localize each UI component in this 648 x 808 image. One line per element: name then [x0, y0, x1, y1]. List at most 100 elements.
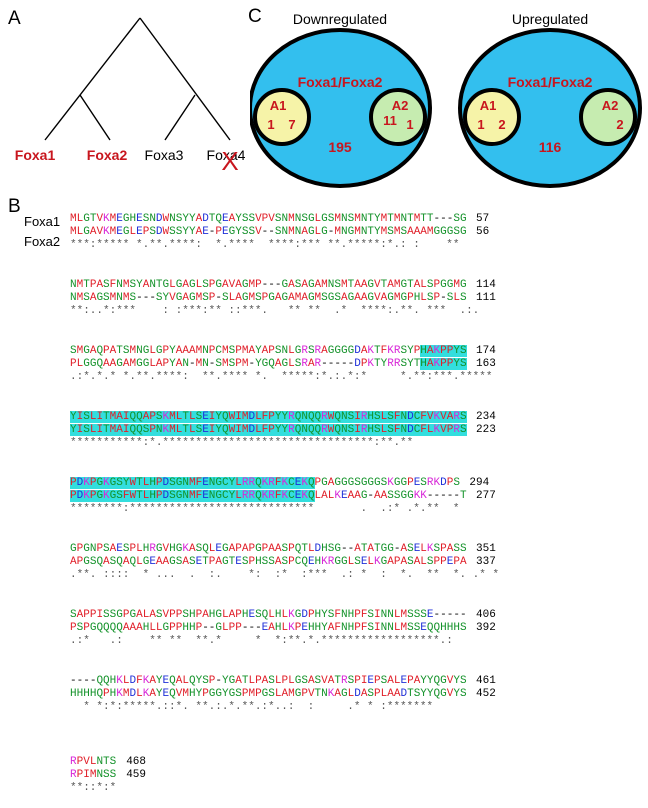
consensus-line: * *:*:*****.::*. **.:.*.**.:*..: : .* * …: [70, 701, 434, 713]
alignment-row-foxa1: ----QQHKLDFKAYEQALQYSP-YGATLPASLPLGSASVA…: [70, 675, 496, 688]
consensus-line: .**. :::: * ... . :. *: :* :*** .: * : *…: [70, 569, 500, 581]
venn-downregulated-outer-circle: [250, 28, 432, 188]
alignment-block: SAPPISSGPGALASVPPSHPAHGLAPHESQLHLKGDPHYS…: [70, 609, 496, 648]
tree-leaf-foxa2: Foxa2: [87, 147, 128, 163]
alignment-row-foxa1: YISLITMAIQQAPSKMLTLSEIYQWIMDLFPYYRQNQQRW…: [70, 411, 496, 424]
alignment-row-foxa1: RPVLNTS 468: [70, 756, 146, 769]
alignment-block: PDKPGKGSYWTLHPDSGNMFENGCYLRRQKRFKCEKQPGA…: [70, 477, 496, 516]
alignment-block: SMGAQPATSMNGLGPYAAAMNPCMSPMAYAPSNLGRSRAG…: [70, 345, 496, 384]
venn-upregulated-a2-circle: [579, 88, 637, 146]
alignment-block: ----QQHKLDFKAYEQALQYSP-YGATLPASLPLGSASVA…: [70, 675, 496, 714]
panel-b-letter: B: [8, 196, 21, 217]
venn-downregulated-a2-label: A2: [392, 98, 409, 113]
residue-count: 163: [476, 358, 496, 370]
residue-count: 57: [476, 213, 490, 225]
seq-name-foxa2: Foxa2: [24, 234, 61, 249]
sequence-text: MLGTVKMEGHESNDWNSYYADTQEAYSSVPVSNMNSGLGS…: [70, 213, 467, 225]
alignment-row-foxa1: MLGTVKMEGHESNDWNSYYADTQEAYSSVPVSNMNSGLGS…: [70, 213, 489, 226]
residue-count: 277: [476, 490, 496, 502]
sequence-text: APGSQASQAQLGEAAGSASETPAGTESPHSSASPCQEHKR…: [70, 556, 467, 568]
residue-count: 392: [476, 622, 496, 634]
alignment-row-foxa2: YISLITMAIQQSPNKMLTLSEIYQWIMDLFPYYRQNQQRW…: [70, 424, 496, 437]
residue-count: 337: [476, 556, 496, 568]
venn-downregulated-a2-overlap-count: 11: [383, 113, 397, 128]
sequence-text: HHHHQPHKMDLKAYEQVMHYPGGYGSPMPGSLAMGPVTNK…: [70, 688, 467, 700]
tree-leaf-foxa1: Foxa1: [15, 147, 56, 163]
phylogenetic-tree: Foxa1 Foxa2 Foxa3 Foxa4 X: [15, 17, 246, 176]
residue-count: 452: [476, 688, 496, 700]
sequence-text: PLGGQAAGAMGGLAPYAN-MN-SMSPM-YGQAGLSRAR--…: [70, 358, 467, 370]
venn-downregulated-a1-circle: [253, 88, 311, 146]
deletion-mark-x: X: [221, 146, 238, 176]
venn-upregulated-outer-label: Foxa1/Foxa2: [508, 74, 593, 90]
alignment-row-foxa2: NMSAGSMNMS---SYVGAGMSP-SLAGMSPGAGAMAGMSG…: [70, 292, 496, 305]
sequence-text: GPGNPSAESPLHRGVHGKASQLEGAPAPGPAASPQTLDHS…: [70, 543, 467, 555]
alignment-row-foxa1: GPGNPSAESPLHRGVHGKASQLEGAPAPGPAASPQTLDHS…: [70, 543, 499, 556]
consensus-line: **::*:*: [70, 782, 117, 794]
residue-count: 114: [476, 279, 496, 291]
sequence-text: RPVLNTS: [70, 756, 117, 768]
venn-upregulated-a1-circle: [463, 88, 521, 146]
residue-count: 461: [476, 675, 496, 687]
residue-count: 234: [476, 411, 496, 423]
panel-a-letter: A: [8, 8, 21, 29]
sequence-text: ----QQHKLDFKAYEQALQYSP-YGATLPASLPLGSASVA…: [70, 675, 467, 687]
alignment-row-foxa1: PDKPGKGSYWTLHPDSGNMFENGCYLRRQKRFKCEKQPGA…: [70, 477, 489, 490]
alignment-block: MLGTVKMEGHESNDWNSYYADTQEAYSSVPVSNMNSGLGS…: [70, 213, 489, 252]
venn-downregulated-title: Downregulated: [293, 11, 387, 27]
sequence-text: PDKPGKGSYWTLHPDSGNMFENGCYLRRQKRFKCEKQPGA…: [70, 477, 460, 489]
venn-upregulated-a2-unique-count: 2: [616, 117, 623, 132]
residue-count: 56: [476, 226, 490, 238]
sequence-text: PSPGQQQQAAAHLLGPPHHP--GLPP---EAHLKPEHHYA…: [70, 622, 467, 634]
venn-downregulated-a2-circle: [369, 88, 427, 146]
venn-downregulated-a1-overlap-count: 7: [288, 117, 295, 132]
venn-upregulated-a1-label: A1: [480, 98, 497, 113]
consensus-line: ***********:*.**************************…: [70, 437, 414, 449]
venn-downregulated-outer-count: 195: [328, 139, 352, 155]
consensus-line: ***:***** *.**.****: *.**** ****:*** **.…: [70, 239, 460, 251]
tree-branches: [44, 17, 231, 141]
panel-c-letter: C: [248, 6, 262, 27]
venn-upregulated-title: Upregulated: [512, 11, 588, 27]
alignment-row-foxa2: HHHHQPHKMDLKAYEQVMHYPGGYGSPMPGSLAMGPVTNK…: [70, 688, 496, 701]
consensus-line: .:* .: ** ** **.* * *:**.*.*************…: [70, 635, 453, 647]
venn-upregulated-a1-unique-count: 1: [477, 117, 484, 132]
residue-count: 223: [476, 424, 496, 436]
seq-name-foxa1: Foxa1: [24, 214, 61, 229]
residue-count: 406: [476, 609, 496, 621]
tree-leaf-foxa3: Foxa3: [145, 147, 184, 163]
sequence-text: SAPPISSGPGALASVPPSHPAHGLAPHESQLHLKGDPHYS…: [70, 609, 467, 621]
consensus-line: ********:**************************** . …: [70, 503, 460, 515]
venn-upregulated-outer-count: 116: [539, 139, 562, 155]
alignment-row-foxa2: RPIMNSS 459: [70, 769, 146, 782]
alignment-row-foxa2: PDKPGKGSFWTLHPDSGNMFENGCYLRRQKRFKCEKQLAL…: [70, 490, 496, 503]
sequence-text: SMGAQPATSMNGLGPYAAAMNPCMSPMAYAPSNLGRSRAG…: [70, 345, 467, 357]
alignment-row-foxa1: SAPPISSGPGALASVPPSHPAHGLAPHESQLHLKGDPHYS…: [70, 609, 496, 622]
venn-downregulated-outer-label: Foxa1/Foxa2: [298, 74, 383, 90]
residue-count: 468: [126, 756, 146, 768]
alignment-row-foxa2: APGSQASQAQLGEAAGSASETPAGTESPHSSASPCQEHKR…: [70, 556, 499, 569]
venn-upregulated-a1-overlap-count: 2: [498, 117, 505, 132]
alignment-row-foxa1: SMGAQPATSMNGLGPYAAAMNPCMSPMAYAPSNLGRSRAG…: [70, 345, 496, 358]
alignment-block: NMTPASFNMSYANTGLGAGLSPGAVAGMP---GASAGAMN…: [70, 279, 496, 318]
alignment-row-foxa1: NMTPASFNMSYANTGLGAGLSPGAVAGMP---GASAGAMN…: [70, 279, 496, 292]
sequence-text: NMSAGSMNMS---SYVGAGMSP-SLAGMSPGAGAMAGMSG…: [70, 292, 467, 304]
venn-downregulated-a1-label: A1: [270, 98, 287, 113]
sequence-text: MLGAVKMEGLEPSDWSSYYAE-PEGYSSV--SNMNAGLG-…: [70, 226, 467, 238]
sequence-text: YISLITMAIQQSPNKMLTLSEIYQWIMDLFPYYRQNQQRW…: [70, 424, 467, 436]
venn-upregulated-outer-circle: [458, 28, 642, 188]
consensus-line: **:..*:*** : :***:** ::***. ** ** .* ***…: [70, 305, 480, 317]
alignment-row-foxa2: MLGAVKMEGLEPSDWSSYYAE-PEGYSSV--SNMNAGLG-…: [70, 226, 489, 239]
residue-count: 459: [126, 769, 146, 781]
tree-leaf-foxa4: Foxa4: [207, 147, 246, 163]
sequence-text: RPIMNSS: [70, 769, 117, 781]
venn-upregulated-a2-label: A2: [602, 98, 619, 113]
consensus-line: .:*.*.* *.**.****: **.**** *. *****:*.:.…: [70, 371, 493, 383]
venn-downregulated-a2-unique-count: 1: [406, 117, 413, 132]
alignment-block: YISLITMAIQQAPSKMLTLSEIYQWIMDLFPYYRQNQQRW…: [70, 411, 496, 450]
residue-count: 294: [469, 477, 490, 489]
alignment-row-foxa2: PSPGQQQQAAAHLLGPPHHP--GLPP---EAHLKPEHHYA…: [70, 622, 496, 635]
sequence-text: NMTPASFNMSYANTGLGAGLSPGAVAGMP---GASAGAMN…: [70, 279, 467, 291]
